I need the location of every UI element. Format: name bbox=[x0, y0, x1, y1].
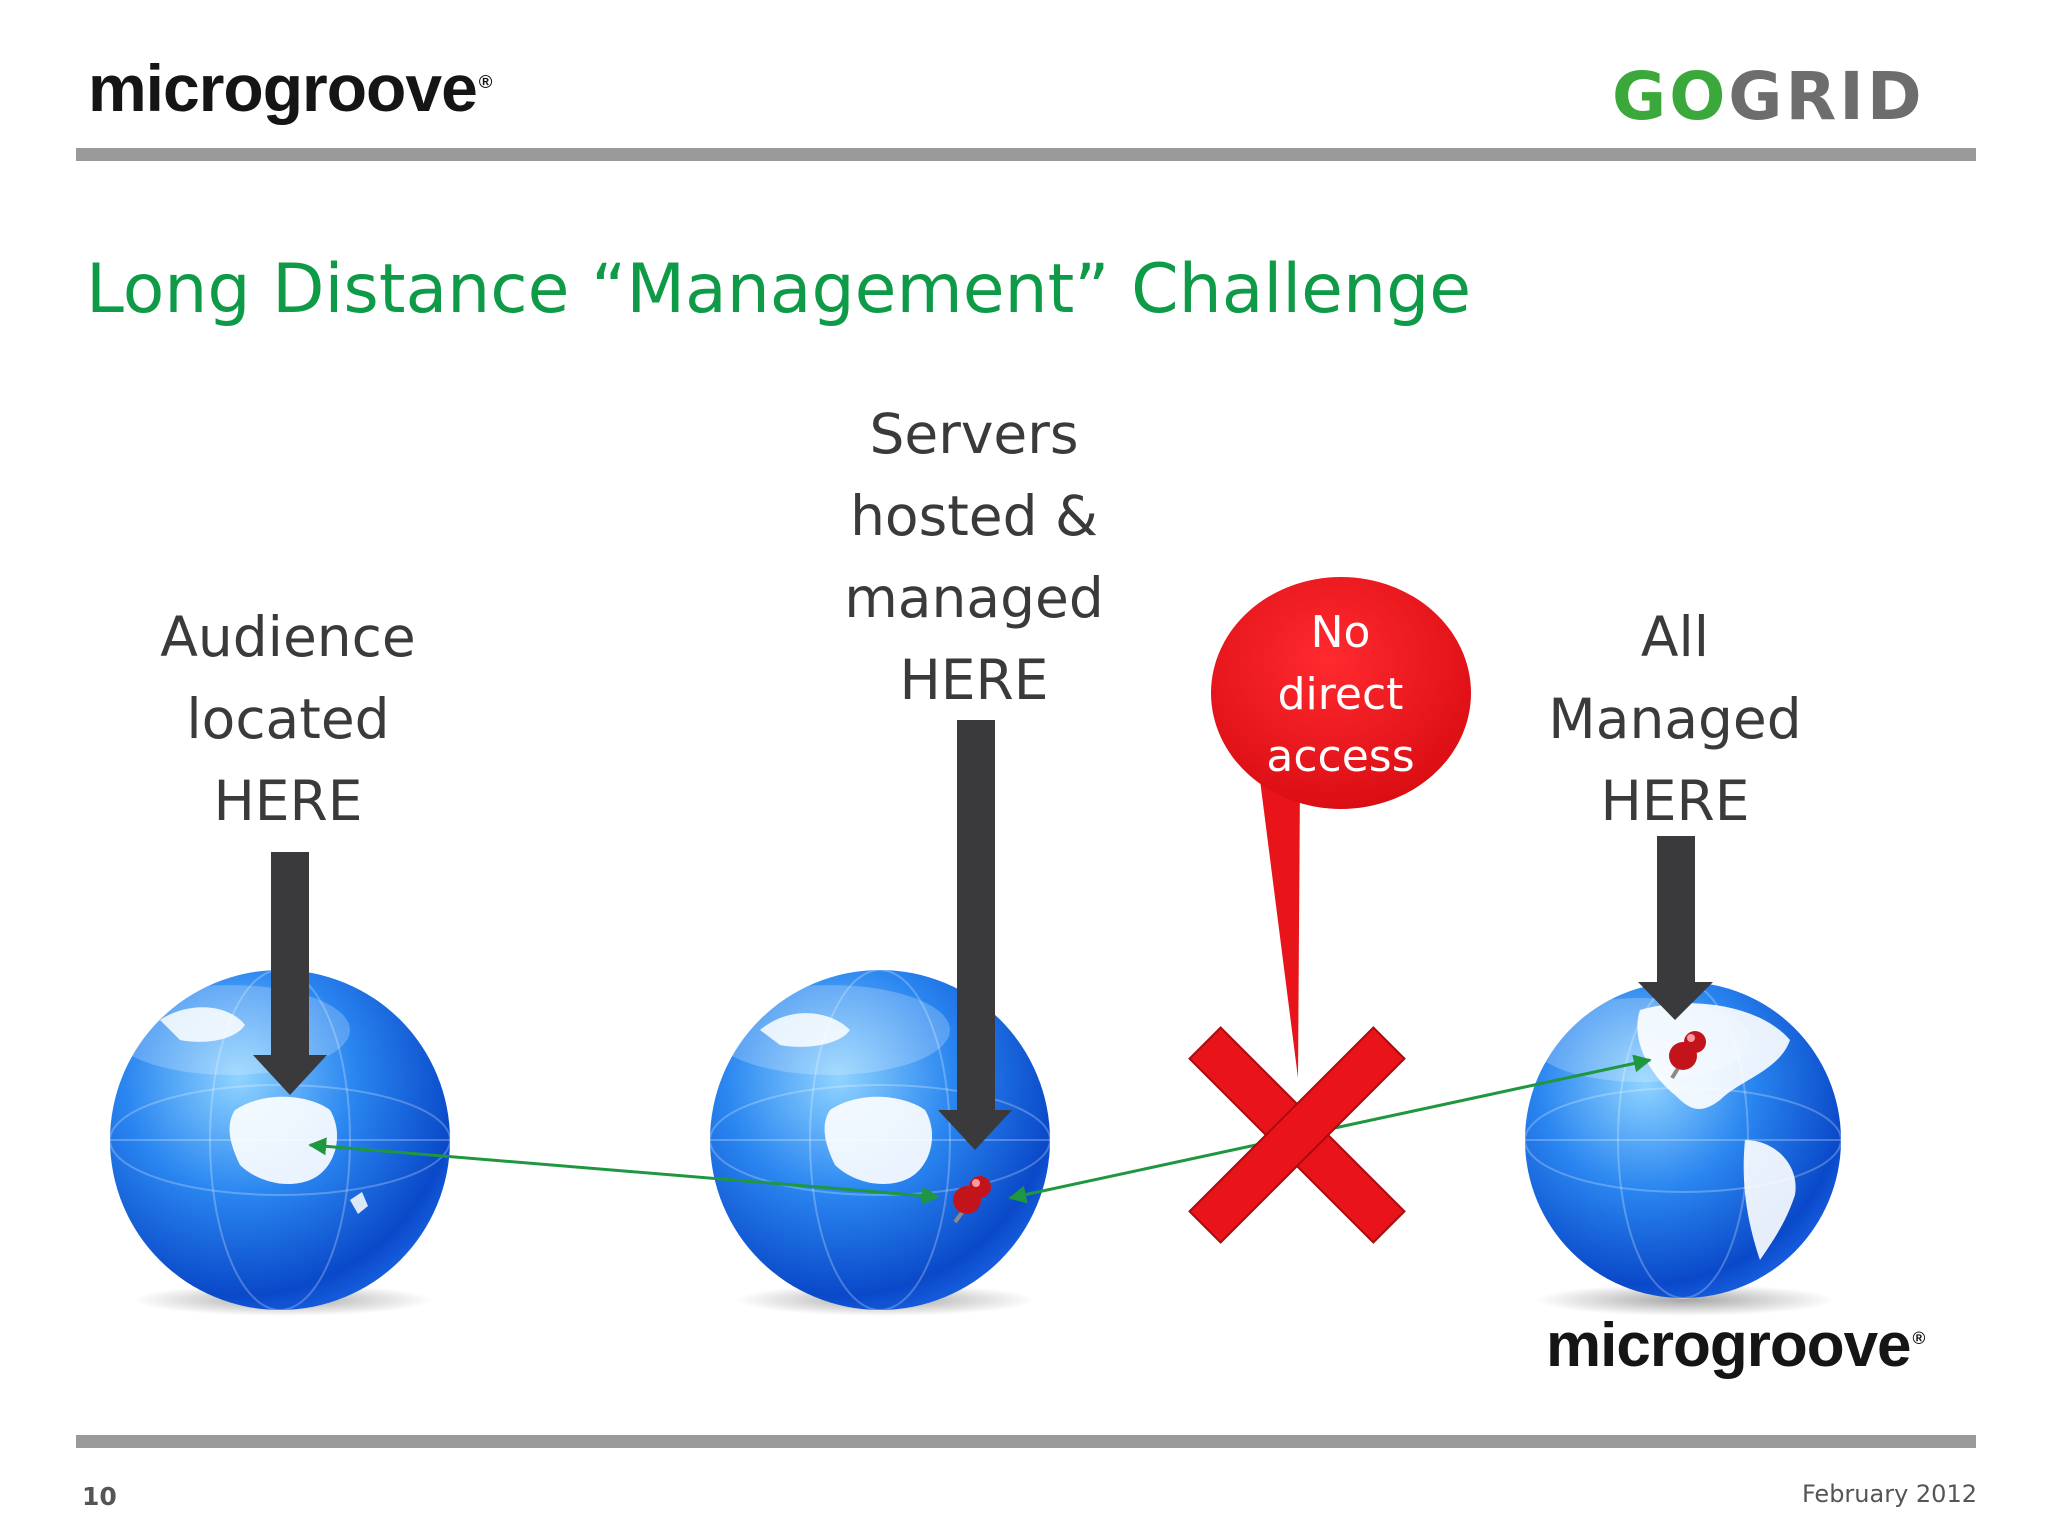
callout-line: No bbox=[1310, 607, 1371, 658]
footer-rule bbox=[76, 1435, 1976, 1448]
caption-line: HERE bbox=[899, 648, 1049, 712]
caption-line: hosted & bbox=[850, 484, 1098, 548]
callout-line: access bbox=[1266, 731, 1415, 782]
connector-arrow bbox=[308, 1137, 940, 1205]
pushpin-icon bbox=[953, 1176, 991, 1224]
gogrid-logo-g: G bbox=[1612, 58, 1670, 135]
callout-bubble bbox=[1211, 577, 1471, 1078]
caption-line: HERE bbox=[213, 769, 363, 833]
red-x-icon bbox=[1188, 1026, 1406, 1244]
slide-title: Long Distance “Management” Challenge bbox=[86, 250, 1472, 329]
pushpin-icon bbox=[1669, 1031, 1706, 1080]
caption-line: HERE bbox=[1600, 769, 1750, 833]
gogrid-logo-grid: GRID bbox=[1728, 58, 1925, 135]
caption-line: Audience bbox=[160, 605, 416, 669]
microgroove-logo: microgroove® bbox=[88, 55, 493, 121]
caption-line: Servers bbox=[869, 402, 1079, 466]
caption-line: Managed bbox=[1548, 687, 1802, 751]
registered-mark: ® bbox=[1912, 1328, 1926, 1349]
caption-line: All bbox=[1640, 605, 1710, 669]
callout-line: direct bbox=[1277, 669, 1404, 720]
microgroove-logo-text: microgroove bbox=[1546, 1311, 1912, 1380]
slide-date: February 2012 bbox=[1801, 1480, 1977, 1508]
gogrid-logo-o: O bbox=[1669, 58, 1729, 135]
audience-caption: Audience located HERE bbox=[78, 596, 498, 842]
microgroove-logo: microgroove® bbox=[1546, 1315, 1926, 1377]
managed-caption: All Managed HERE bbox=[1465, 596, 1885, 842]
caption-line: located bbox=[186, 687, 390, 751]
callout-text: No direct access bbox=[1213, 602, 1468, 788]
microgroove-logo-text: microgroove bbox=[88, 51, 478, 125]
globe-australia-icon bbox=[709, 969, 1051, 1316]
globe-australia-icon bbox=[109, 969, 451, 1316]
gogrid-logo: GOGRID bbox=[1612, 64, 1925, 130]
slide-number: 10 bbox=[82, 1482, 117, 1511]
globe-americas-icon bbox=[1524, 981, 1842, 1316]
down-arrow-icon bbox=[253, 852, 327, 1095]
header-rule bbox=[76, 148, 1976, 161]
registered-mark: ® bbox=[478, 71, 493, 92]
down-arrow-icon bbox=[938, 720, 1012, 1150]
caption-line: managed bbox=[844, 566, 1104, 630]
down-arrow-icon bbox=[1638, 836, 1713, 1020]
servers-caption: Servers hosted & managed HERE bbox=[764, 393, 1184, 721]
